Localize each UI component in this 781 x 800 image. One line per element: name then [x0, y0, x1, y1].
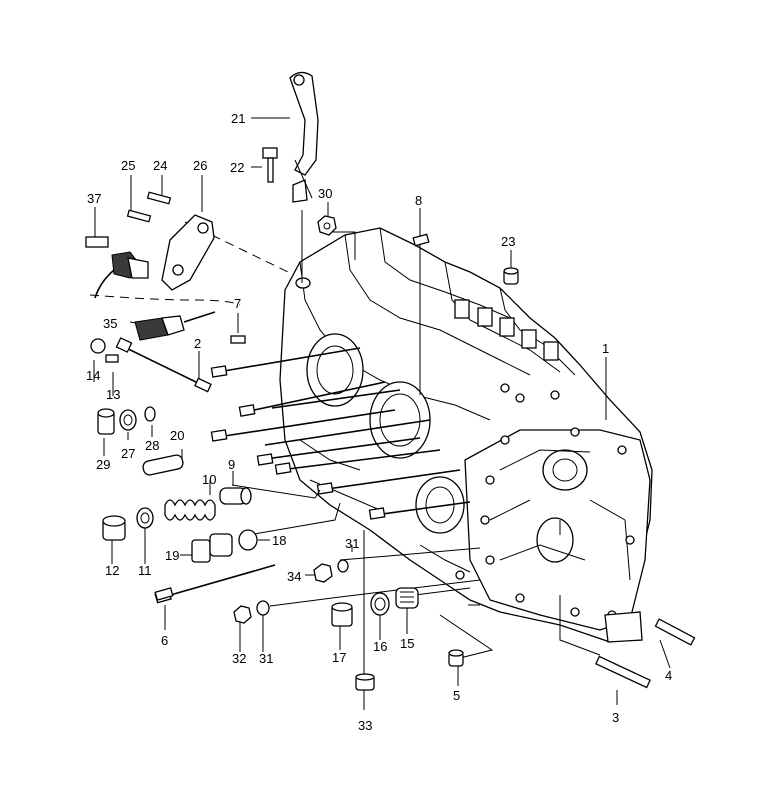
plug-part-12 — [102, 515, 126, 541]
callout-24: 24 — [153, 158, 167, 173]
callout-6: 6 — [161, 633, 168, 648]
plug-part-17 — [331, 602, 353, 627]
callout-8: 8 — [415, 193, 422, 208]
callout-4: 4 — [665, 668, 672, 683]
callout-28: 28 — [145, 438, 159, 453]
sensor-bracket-part-26 — [161, 214, 215, 291]
callout-32: 32 — [232, 651, 246, 666]
callout-19: 19 — [165, 548, 179, 563]
callout-5: 5 — [453, 688, 460, 703]
seal-part-18 — [238, 529, 258, 551]
callout-7: 7 — [234, 296, 241, 311]
callout-27: 27 — [121, 446, 135, 461]
callout-29: 29 — [96, 457, 110, 472]
pin-part-13 — [105, 354, 119, 363]
callout-35: 35 — [103, 316, 117, 331]
spring-part-15 — [395, 587, 419, 609]
pin-part-7 — [230, 335, 246, 344]
screw-part-24 — [146, 191, 172, 205]
plug-part-14 — [90, 338, 106, 354]
speed-sensor-part-37 — [85, 236, 149, 299]
ring-part-16 — [370, 592, 390, 616]
callout-12: 12 — [105, 563, 119, 578]
callout-13: 13 — [106, 387, 120, 402]
crankcase-housing — [279, 227, 653, 643]
washer-part-31-lower — [256, 600, 270, 616]
sleeve-part-20 — [142, 454, 184, 476]
callout-17: 17 — [332, 650, 346, 665]
washer-part-27 — [119, 409, 137, 431]
callout-16: 16 — [373, 639, 387, 654]
callout-labels: 1 2 3 4 5 6 7 8 9 10 11 12 13 14 15 16 1… — [86, 111, 672, 733]
plug-part-33 — [355, 673, 375, 691]
spring-part-10 — [164, 499, 216, 521]
callout-10: 10 — [202, 472, 216, 487]
callout-3: 3 — [612, 710, 619, 725]
plug-part-5 — [448, 649, 464, 667]
connector-part-35 — [134, 311, 216, 341]
callout-25: 25 — [121, 158, 135, 173]
piston-part-9 — [219, 487, 252, 505]
callout-34: 34 — [287, 569, 301, 584]
stud-part-3 — [595, 655, 651, 689]
callout-37: 37 — [87, 191, 101, 206]
nut-part-32 — [233, 605, 252, 624]
callout-2: 2 — [194, 336, 201, 351]
callout-33: 33 — [358, 718, 372, 733]
nut-part-34 — [313, 563, 333, 583]
callout-15: 15 — [400, 636, 414, 651]
callout-20: 20 — [170, 428, 184, 443]
callout-1: 1 — [602, 341, 609, 356]
callout-31a: 31 — [345, 536, 359, 551]
bolt-part-2 — [115, 337, 212, 393]
dowel-part-8 — [412, 233, 430, 247]
nut-part-30 — [317, 215, 337, 236]
screw-part-25 — [126, 209, 152, 223]
callout-9: 9 — [228, 457, 235, 472]
callout-22: 22 — [230, 160, 244, 175]
bracket-part-21 — [289, 71, 319, 203]
seal-part-28 — [144, 406, 156, 422]
callout-14: 14 — [86, 368, 100, 383]
callout-21: 21 — [231, 111, 245, 126]
stud-part-4 — [654, 618, 696, 646]
callout-26: 26 — [193, 158, 207, 173]
stud-part-6 — [154, 587, 174, 601]
plug-part-29 — [97, 408, 115, 435]
bolt-part-22 — [262, 147, 278, 183]
callout-18: 18 — [272, 533, 286, 548]
callout-11: 11 — [138, 563, 152, 578]
sleeve-part-23 — [503, 267, 519, 285]
seal-ring-part-11 — [136, 507, 154, 529]
callout-31b: 31 — [259, 651, 273, 666]
fitting-part-19 — [191, 533, 233, 563]
callout-23: 23 — [501, 234, 515, 249]
callout-30: 30 — [318, 186, 332, 201]
washer-part-31-upper — [337, 559, 349, 573]
